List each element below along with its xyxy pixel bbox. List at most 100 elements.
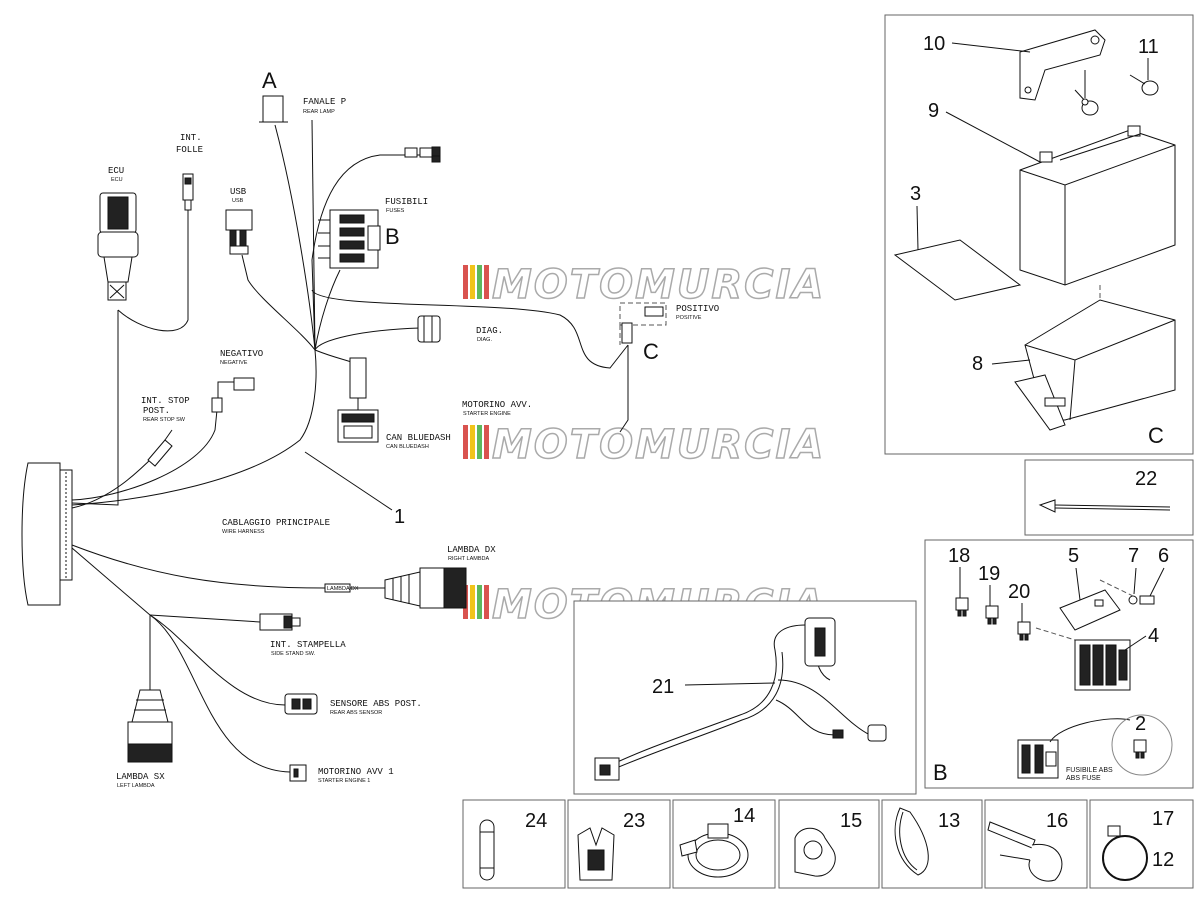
fusibili-sublabel: FUSES [386, 208, 405, 214]
motorino-label: MOTORINO AVV. [462, 400, 532, 410]
fuse-box [1074, 639, 1131, 691]
callout-10: 10 [923, 33, 945, 55]
can-sublabel: CAN BLUEDASH [386, 444, 429, 450]
callout-24: 24 [525, 810, 547, 832]
usb-connector [225, 209, 253, 255]
watermark-2: MOTOMURCIA [463, 421, 825, 469]
lambda-dx-sublabel: RIGHT LAMBDA [448, 556, 489, 562]
usb-label: USB [230, 187, 247, 197]
twin-terminals [404, 146, 441, 163]
fuse-box-cover [1059, 589, 1121, 631]
lambda-dx-label: LAMBDA DX [447, 545, 496, 555]
callout-8: 8 [972, 353, 983, 375]
fuse-18 [955, 597, 969, 617]
fuse-19 [985, 605, 999, 625]
ecu-label: ECU [108, 166, 124, 176]
lambda-sx-label: LAMBDA SX [116, 772, 165, 782]
fuse-abs-sublabel: ABS FUSE [1066, 775, 1101, 782]
left-lambda-connector [127, 689, 173, 763]
bracket-16 [987, 821, 1063, 882]
usb-sublabel: USB [232, 198, 244, 204]
fanale-sublabel: REAR LAMP [303, 109, 335, 115]
motorino-1-label: MOTORINO AVV 1 [318, 767, 394, 777]
tie-13 [894, 807, 929, 876]
can-connector [337, 357, 379, 443]
callout-14: 14 [733, 805, 755, 827]
clip-23 [577, 827, 615, 881]
part-13-panel [881, 799, 983, 889]
callout-12: 12 [1152, 849, 1174, 871]
fuse-box-connector [318, 209, 381, 269]
callout-15: 15 [840, 810, 862, 832]
abs-fuse-holder [1017, 739, 1059, 779]
motorino-sublabel: STARTER ENGINE [463, 411, 511, 417]
can-label: CAN BLUEDASH [386, 433, 451, 443]
motorino-1-sublabel: STARTER ENGINE 1 [318, 778, 370, 784]
negativo-label: NEGATIVO [220, 349, 263, 359]
battery-pad [893, 239, 1022, 301]
cablaggio-sublabel: WIRE HARNESS [222, 529, 265, 535]
battery-box [1014, 299, 1176, 431]
diag-connector [417, 315, 441, 343]
callout-9: 9 [928, 100, 939, 122]
positive-terminal [619, 302, 667, 345]
ecu-sublabel: ECU [111, 177, 123, 183]
callout-6: 6 [1158, 545, 1169, 567]
callout-20: 20 [1008, 581, 1030, 603]
part-21-panel [573, 600, 917, 795]
bracket-screws [1074, 70, 1159, 116]
callout-18: 18 [948, 545, 970, 567]
int-stop-label-1: INT. STOP [141, 396, 190, 406]
clamp-17 [1102, 825, 1148, 881]
fuse-panel [924, 539, 1194, 789]
watermark-text: MOTOMURCIA [492, 422, 825, 468]
watermark-text: MOTOMURCIA [492, 262, 825, 308]
callout-4: 4 [1148, 625, 1159, 647]
fuse-abs-label: FUSIBILE ABS [1066, 767, 1113, 774]
int-stampella-label: INT. STAMPELLA [270, 640, 346, 650]
fanale-label: FANALE P [303, 97, 346, 107]
callout-13: 13 [938, 810, 960, 832]
clamp-14 [679, 823, 749, 878]
callout-5: 5 [1068, 545, 1079, 567]
callout-22: 22 [1135, 468, 1157, 490]
negative-terminal [211, 377, 255, 413]
int-stampella-sublabel: SIDE STAND SW. [271, 651, 316, 657]
battery-bracket [1019, 29, 1106, 101]
callout-16: 16 [1046, 810, 1068, 832]
rear-stop-switch [147, 429, 173, 467]
callout-7: 7 [1128, 545, 1139, 567]
right-lambda-connector: LAMBDA DX [324, 567, 467, 609]
lambda-tag: LAMBDA DX [327, 586, 359, 592]
int-stop-label-2: POST. [143, 406, 170, 416]
watermark-1: MOTOMURCIA [463, 261, 825, 309]
int-folle-label-2: FOLLE [176, 145, 203, 155]
part-24-panel [462, 799, 566, 889]
sensore-abs-label: SENSORE ABS POST. [330, 699, 422, 709]
callout-B-panel: B [933, 760, 948, 785]
sub-harness-21 [594, 617, 887, 781]
callout-11: 11 [1138, 36, 1159, 58]
diag-sublabel: DIAG. [477, 337, 492, 343]
positivo-sublabel: POSITIVE [676, 315, 702, 321]
callout-C-panel: C [1148, 423, 1164, 448]
starter-engine-1-terminal [289, 764, 307, 782]
main-harness-wires [71, 119, 629, 773]
negativo-sublabel: NEGATIVE [220, 360, 248, 366]
positivo-label: POSITIVO [676, 304, 719, 314]
abs-fuse [1133, 739, 1147, 759]
ecu-connector [97, 192, 139, 301]
callout-A: A [262, 68, 277, 93]
callout-1: 1 [394, 506, 405, 528]
dashboard-connector [21, 462, 73, 606]
cablaggio-label: CABLAGGIO PRINCIPALE [222, 518, 330, 528]
clip-15 [794, 827, 836, 877]
diag-label: DIAG. [476, 326, 503, 336]
callout-3: 3 [910, 183, 921, 205]
side-stand-switch [259, 613, 301, 631]
battery [1019, 125, 1176, 286]
callout-19: 19 [978, 563, 1000, 585]
callout-21: 21 [652, 676, 674, 698]
cable-tie [1038, 499, 1171, 513]
